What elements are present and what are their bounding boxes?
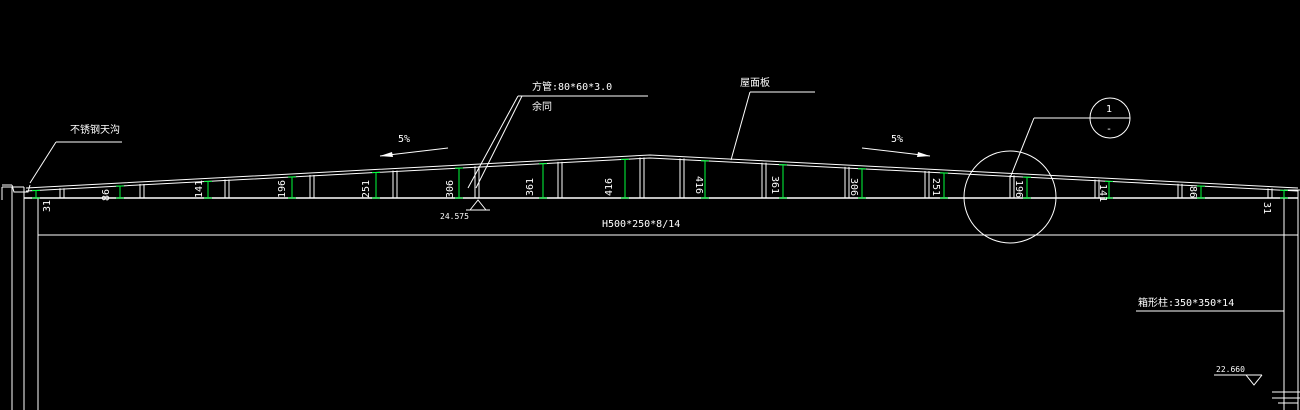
detail-circle — [963, 150, 1057, 244]
detail-callout: 1 - — [963, 97, 1131, 244]
column-callout: 箱形柱:350*350*14 — [1136, 296, 1284, 312]
dimension-mark — [372, 171, 380, 199]
slope-right: 5% — [861, 134, 931, 157]
dimension-mark — [539, 163, 547, 199]
roof-posts — [59, 157, 1273, 198]
elevation-mark-bottom: 22.660 — [1214, 365, 1263, 386]
tube-label: 方管:80*60*3.0 — [532, 80, 612, 93]
dimension-mark — [455, 167, 463, 199]
dimension-mark — [701, 160, 709, 199]
dimension-mark — [1023, 176, 1031, 199]
post-height-label: 416 — [604, 178, 615, 196]
post-height-label: 141 — [194, 180, 205, 198]
elevation-top-label: 24.575 — [440, 212, 469, 221]
post-height-label: 306 — [445, 180, 456, 198]
elevation-bottom-label: 22.660 — [1216, 365, 1245, 374]
roof-panel-callout: 屋面板 — [730, 76, 815, 161]
post-height-label: 306 — [848, 178, 859, 196]
dimension-mark — [32, 189, 40, 199]
left-column — [1, 186, 39, 410]
post-height-label: 251 — [361, 180, 372, 198]
dimension-mark — [288, 176, 296, 199]
elevation-mark-top: 24.575 — [440, 199, 490, 221]
post-height-label: 361 — [525, 178, 536, 196]
right-column — [1272, 189, 1300, 410]
gutter — [2, 184, 31, 193]
callout-sheet: - — [1106, 124, 1112, 135]
dimension-mark — [858, 168, 866, 199]
post-height-label: 141 — [1097, 184, 1108, 202]
post-height-label: 31 — [1261, 202, 1272, 214]
post-height-label: 361 — [769, 176, 780, 194]
dimension-mark — [1280, 189, 1288, 199]
post-height-label: 196 — [277, 180, 288, 198]
slope-left: 5% — [379, 134, 449, 157]
column-label: 箱形柱:350*350*14 — [1138, 296, 1234, 309]
dimension-mark — [204, 180, 212, 199]
dimension-mark — [779, 164, 787, 199]
post-height-label: 86 — [1187, 186, 1198, 198]
dimension-mark — [1105, 180, 1113, 199]
slope-left-label: 5% — [398, 134, 410, 145]
main-beam — [24, 197, 1298, 236]
purlin-note-label: 余同 — [532, 100, 552, 113]
slope-right-label: 5% — [891, 134, 903, 145]
gutter-label: 不锈钢天沟 — [70, 123, 120, 136]
beam-label: H500*250*8/14 — [602, 219, 680, 230]
roof-panel-label: 屋面板 — [740, 76, 770, 89]
post-height-label: 31 — [42, 200, 53, 212]
post-height-label: 86 — [101, 189, 112, 201]
post-height-labels: 31 86 141 196 251 306 361 416 416 361 30… — [42, 176, 1272, 214]
gutter-callout: 不锈钢天沟 — [29, 123, 122, 184]
post-height-label: 416 — [693, 176, 704, 194]
roof-panel — [25, 154, 1299, 192]
post-height-dimensions — [32, 158, 1288, 199]
post-height-label: 251 — [930, 178, 941, 196]
tube-callout: 方管:80*60*3.0 余同 — [467, 80, 648, 189]
dimension-mark — [940, 172, 948, 199]
callout-number: 1 — [1106, 104, 1112, 115]
dimension-mark — [1197, 185, 1205, 199]
post-height-label: 196 — [1013, 180, 1024, 198]
dimension-mark — [621, 158, 629, 199]
dimension-mark — [116, 185, 124, 199]
